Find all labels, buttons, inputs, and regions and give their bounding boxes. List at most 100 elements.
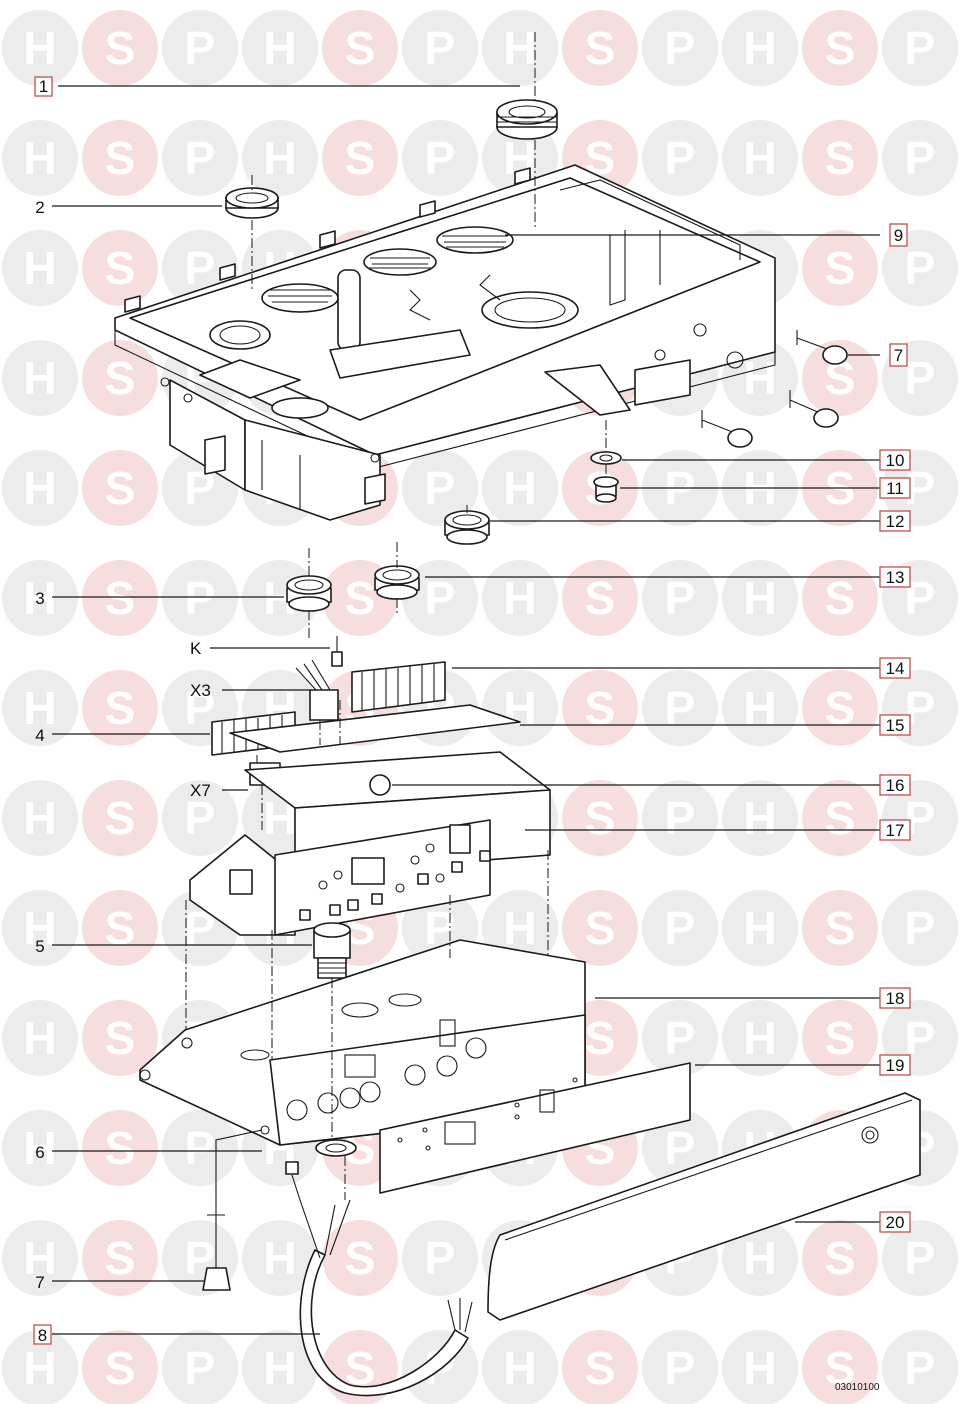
callout-11: 11 [879, 477, 911, 499]
watermark-letter: P [665, 1012, 696, 1064]
watermark-letter: S [825, 902, 856, 954]
watermark-circle [882, 120, 958, 196]
gauge-fitting [313, 922, 351, 979]
watermark-letter: P [425, 572, 456, 624]
watermark-circle [642, 890, 718, 966]
grommet-small [225, 187, 279, 219]
callout-17: 17 [879, 819, 911, 841]
svg-text:17: 17 [886, 821, 905, 840]
watermark-letter: P [665, 572, 696, 624]
watermark-letter: S [825, 572, 856, 624]
watermark-letter: S [105, 792, 136, 844]
watermark-circle [482, 450, 558, 526]
watermark-letter: H [743, 1342, 776, 1394]
watermark-circle [162, 120, 238, 196]
watermark-letter: S [105, 1122, 136, 1174]
watermark-circle [562, 670, 638, 746]
watermark-letter: H [743, 1012, 776, 1064]
watermark-circle [162, 10, 238, 86]
watermark-circle [802, 1220, 878, 1296]
watermark-letter: P [425, 1232, 456, 1284]
watermark-letter: S [105, 572, 136, 624]
watermark-circle [642, 780, 718, 856]
power-cable [285, 1139, 473, 1397]
svg-text:7: 7 [894, 346, 903, 365]
watermark-letter: P [425, 132, 456, 184]
svg-text:7: 7 [35, 1273, 44, 1292]
watermark-letter: S [105, 22, 136, 74]
watermark-circle [802, 1000, 878, 1076]
feet [701, 330, 848, 448]
watermark-letter: H [503, 22, 536, 74]
watermark-letter: S [105, 1232, 136, 1284]
fascia-plate [379, 1062, 691, 1194]
watermark-circle [2, 1110, 78, 1186]
watermark-circle [802, 890, 878, 966]
foot-bottom [202, 1129, 263, 1291]
watermark-letter: P [185, 1342, 216, 1394]
watermark-letter: P [665, 132, 696, 184]
callout-18: 18 [879, 987, 911, 1009]
watermark-letter: S [105, 132, 136, 184]
watermark-letter: H [743, 22, 776, 74]
callout-13: 13 [879, 566, 911, 588]
watermark-circle [162, 1330, 238, 1404]
watermark-circle [802, 10, 878, 86]
watermark-circle [162, 560, 238, 636]
watermark-circle [802, 120, 878, 196]
svg-text:15: 15 [886, 716, 905, 735]
watermark-circle [482, 1330, 558, 1404]
svg-text:11: 11 [886, 479, 904, 498]
watermark-letter: H [23, 242, 56, 294]
watermark-letter: H [263, 1342, 296, 1394]
svg-text:16: 16 [886, 776, 905, 795]
watermark-circle [642, 1000, 718, 1076]
watermark-letter: H [743, 792, 776, 844]
svg-text:6: 6 [35, 1143, 44, 1162]
connector-label-x7: X7 [190, 781, 211, 800]
leader-lines [52, 85, 880, 1335]
watermark-letter: H [263, 22, 296, 74]
watermark-letter: H [743, 902, 776, 954]
watermark-letter: P [425, 22, 456, 74]
watermark-circle [82, 1110, 158, 1186]
watermark-circle [402, 1220, 478, 1296]
watermark-circle [402, 10, 478, 86]
watermark-letter: P [905, 242, 936, 294]
watermark-circle [2, 1330, 78, 1404]
front-cover [487, 1092, 921, 1321]
watermark-circle [722, 120, 798, 196]
callout-9: 9 [889, 223, 908, 247]
watermark-letter: P [905, 22, 936, 74]
grommet-large [496, 99, 558, 140]
callout-20: 20 [879, 1211, 911, 1233]
watermark-letter: H [743, 572, 776, 624]
watermark-circle [802, 670, 878, 746]
watermark-letter: H [503, 572, 536, 624]
watermark-letter: H [23, 1012, 56, 1064]
watermark-circle [322, 120, 398, 196]
watermark-circle [722, 1330, 798, 1404]
watermark-circle [82, 890, 158, 966]
watermark-circle [82, 230, 158, 306]
watermark-letter: P [425, 462, 456, 514]
boiler-case [114, 164, 776, 521]
watermark-circle [722, 560, 798, 636]
watermark-circle [642, 560, 718, 636]
watermark-circle [882, 890, 958, 966]
watermark-letter: P [665, 1122, 696, 1174]
watermark-letter: H [23, 1122, 56, 1174]
watermark-letter: H [23, 1232, 56, 1284]
callout-6: 6 [35, 1143, 44, 1162]
watermark-letter: H [23, 352, 56, 404]
svg-text:14: 14 [886, 659, 905, 678]
watermark-letter: H [743, 1232, 776, 1284]
watermark-letter: S [585, 902, 616, 954]
watermark-letter: S [825, 1232, 856, 1284]
watermark-letter: P [665, 22, 696, 74]
watermark-circle [802, 780, 878, 856]
watermark-letter: S [825, 1012, 856, 1064]
watermark-circle [2, 560, 78, 636]
callout-10: 10 [879, 449, 911, 471]
callout-7-top: 7 [889, 343, 908, 367]
